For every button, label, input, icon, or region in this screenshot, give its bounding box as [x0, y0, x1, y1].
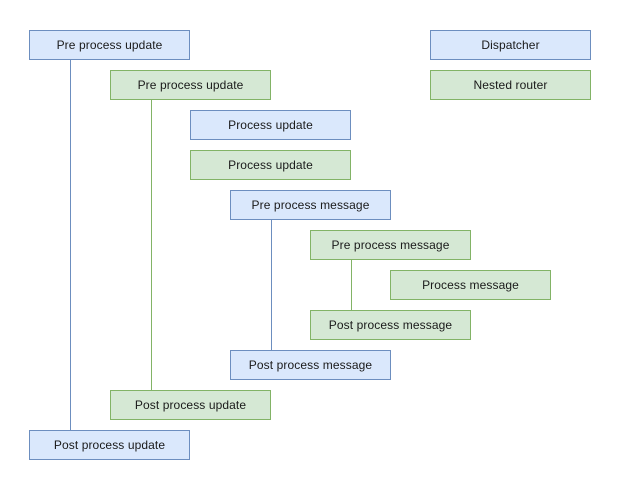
router-message-span-connector	[351, 260, 352, 310]
router-update-span-connector	[151, 100, 152, 390]
node-process-message-green[interactable]: Process message	[390, 270, 551, 300]
dispatcher-update-span-connector	[70, 60, 71, 430]
node-post-process-message-blue[interactable]: Post process message	[230, 350, 391, 380]
node-pre-process-message-blue[interactable]: Pre process message	[230, 190, 391, 220]
node-post-process-update-green[interactable]: Post process update	[110, 390, 271, 420]
node-process-update-blue[interactable]: Process update	[190, 110, 351, 140]
node-post-process-update-blue[interactable]: Post process update	[29, 430, 190, 460]
legend-item-dispatcher[interactable]: Dispatcher	[430, 30, 591, 60]
node-post-process-message-green[interactable]: Post process message	[310, 310, 471, 340]
node-pre-process-message-green[interactable]: Pre process message	[310, 230, 471, 260]
node-process-update-green[interactable]: Process update	[190, 150, 351, 180]
node-pre-process-update-green[interactable]: Pre process update	[110, 70, 271, 100]
legend-item-nested-router[interactable]: Nested router	[430, 70, 591, 100]
node-pre-process-update-blue[interactable]: Pre process update	[29, 30, 190, 60]
dispatcher-message-span-connector	[271, 220, 272, 350]
